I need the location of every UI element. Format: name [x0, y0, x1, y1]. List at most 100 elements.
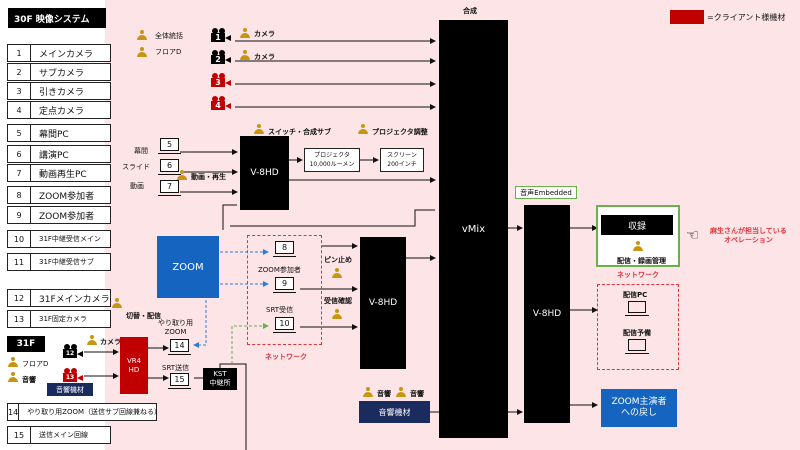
legend-row: 15 送信メイン回線: [7, 426, 111, 444]
camera-3-icon: 3: [210, 73, 232, 87]
legend-label: 31F中継受信サブ: [39, 258, 94, 266]
legend-row: 2 サブカメラ: [7, 63, 111, 81]
legend-row: 8 ZOOM参加者: [7, 186, 111, 204]
legend-num: 13: [8, 311, 31, 327]
person-icon: [633, 241, 643, 252]
client-equipment-swatch: [670, 10, 704, 24]
camera-13-icon: 13: [62, 368, 84, 382]
projector-box: プロジェクタ 10,000ルーメン: [304, 148, 360, 172]
v8hd-right-switcher: V-8HD: [524, 205, 570, 423]
person-icon: [240, 50, 250, 61]
monitor-10-icon: 10: [273, 317, 296, 333]
legend-num: 5: [8, 125, 31, 141]
audio-staff-label: 音響: [410, 390, 424, 398]
legend-label: 31F中継受信メイン: [39, 235, 101, 243]
legend-num: 10: [8, 231, 31, 247]
record-block: 収録: [601, 215, 673, 235]
legend-num: 2: [8, 64, 31, 80]
monitor-8-icon: 8: [273, 241, 296, 257]
srt-recv-label: SRT受信: [266, 306, 294, 314]
audio-equipment-main: 音響機材: [359, 401, 430, 423]
floor31-zoom-label: やり取り用 ZOOM: [158, 319, 193, 336]
screen-box: スクリーン 200インチ: [380, 148, 424, 172]
floor31-audio-equipment: 音響機材: [47, 383, 93, 396]
floor31-camera-label: カメラ: [100, 338, 121, 346]
audio-staff-label: 音響: [377, 390, 391, 398]
pc-input-label: 動画: [130, 182, 144, 190]
legend-label: 31F固定カメラ: [39, 315, 87, 323]
person-icon: [332, 309, 342, 320]
legend-label: サブカメラ: [39, 68, 85, 79]
laptop-icon: [625, 339, 649, 354]
legend-label: ZOOM参加者: [39, 191, 95, 202]
person-icon: [137, 30, 147, 41]
operator-note: 麻生さんが担当している オペレーション: [710, 227, 787, 244]
pc-input-label: スライド: [122, 163, 150, 171]
person-icon: [240, 28, 250, 39]
legend-label: やり取り用ZOOM（送信サブ回線兼ねる）: [27, 408, 162, 416]
legend-label: 定点カメラ: [39, 106, 85, 117]
camera-2-icon: 2: [210, 50, 232, 64]
legend-num: 1: [8, 45, 31, 61]
legend-row: 1 メインカメラ: [7, 44, 111, 62]
staff-floor-label: フロアD: [155, 48, 182, 56]
legend-row: 9 ZOOM参加者: [7, 206, 111, 224]
staff-zentai-label: 全体統括: [155, 32, 183, 40]
monitor-9-icon: 9: [273, 277, 296, 293]
legend-label: 送信メイン回線: [39, 431, 88, 439]
legend-num: 7: [8, 165, 31, 181]
legend-label: 幕間PC: [39, 129, 69, 140]
laptop-icon: [625, 301, 649, 316]
v8hd-top-switcher: V-8HD: [240, 136, 289, 210]
legend-num: 8: [8, 187, 31, 203]
camera-1-icon: 1: [210, 28, 232, 42]
network-dashed-box: [247, 235, 322, 345]
projector-staff-label: プロジェクタ調整: [372, 128, 428, 136]
person-icon: [396, 387, 406, 398]
floor31-floor-d: フロアD: [22, 360, 49, 368]
legend-row: 7 動画再生PC: [7, 164, 111, 182]
person-icon: [8, 357, 18, 368]
legend-row: 13 31F固定カメラ: [7, 310, 111, 328]
zoom-participant-label: ZOOM参加者: [258, 266, 301, 274]
pointing-hand-icon: ☜: [686, 226, 700, 244]
legend-num: 4: [8, 102, 31, 118]
kst-relay-block: KST 中継所: [203, 368, 237, 390]
playback-staff-label: 動画・再生: [191, 173, 226, 181]
network-label: ネットワーク: [265, 353, 307, 361]
legend-num: 15: [8, 427, 31, 443]
client-equipment-label: =クライアント様機材: [707, 13, 786, 22]
floor31-label: 31F: [7, 336, 45, 352]
zoom-return-box: ZOOM主演者 への戻し: [601, 389, 677, 427]
legend-label: ZOOM参加者: [39, 211, 95, 222]
camera-staff-label: カメラ: [254, 30, 275, 38]
vmix-block: vMix: [439, 20, 508, 438]
legend-num: 6: [8, 146, 31, 162]
legend-row: 4 定点カメラ: [7, 101, 111, 119]
monitor-15-icon: 15: [168, 373, 191, 389]
distribution-dashed-box: [597, 284, 679, 370]
legend-num: 3: [8, 83, 31, 99]
camera-12-icon: 12: [62, 344, 84, 358]
monitor-14-icon: 14: [168, 339, 191, 355]
vr4hd-mixer: VR4 HD: [120, 337, 148, 394]
page-title: 30F 映像システム: [8, 8, 106, 28]
person-icon: [363, 387, 373, 398]
legend-num: 11: [8, 254, 31, 270]
floor31-staff-label: 切替・配信: [126, 312, 161, 320]
legend-num: 9: [8, 207, 31, 223]
v8hd-mid-switcher: V-8HD: [360, 237, 406, 369]
legend-label: 動画再生PC: [39, 169, 87, 180]
legend-label: メインカメラ: [39, 49, 94, 60]
person-icon: [87, 335, 97, 346]
zoom-box: ZOOM: [157, 236, 219, 298]
legend-row: 10 31F中継受信メイン: [7, 230, 111, 248]
monitor-6-icon: 6: [158, 159, 181, 175]
person-icon: [177, 170, 187, 181]
person-icon: [358, 124, 368, 135]
